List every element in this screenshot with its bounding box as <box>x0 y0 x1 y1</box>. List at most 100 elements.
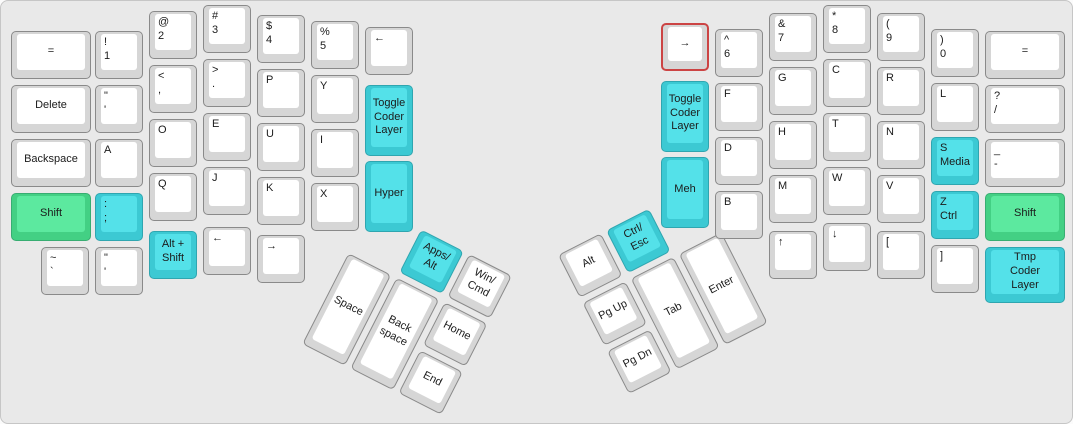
key-hash-3[interactable]: #3 <box>203 5 251 53</box>
key-lbracket[interactable]: [ <box>877 231 925 279</box>
key-at-2[interactable]: @2 <box>149 11 197 59</box>
key-down-arrow[interactable]: ↓ <box>823 223 871 271</box>
key-left-arrow-top[interactable]: ← <box>365 27 413 75</box>
keytop-p: P <box>263 72 299 108</box>
keytop-lbracket: [ <box>883 234 919 270</box>
key-colon-semicolon[interactable]: :; <box>95 193 143 241</box>
keytop-pg-up: Pg Up <box>589 286 638 336</box>
keytop-quote-top: "' <box>101 88 137 124</box>
key-underscore-dash[interactable]: _- <box>985 139 1065 187</box>
keytop-up-arrow: ↑ <box>775 234 811 270</box>
key-p[interactable]: P <box>257 69 305 117</box>
key-up-arrow[interactable]: ↑ <box>769 231 817 279</box>
key-x[interactable]: X <box>311 183 359 231</box>
key-caret-6[interactable]: ^6 <box>715 29 763 77</box>
key-right-arrow-top[interactable]: → <box>661 23 709 71</box>
keytop-r: R <box>883 70 919 106</box>
key-quote-top[interactable]: "' <box>95 85 143 133</box>
key-alt-shift[interactable]: Alt +Shift <box>149 231 197 279</box>
key-amp-7[interactable]: &7 <box>769 13 817 61</box>
key-label: > <box>212 64 219 76</box>
key-o[interactable]: O <box>149 119 197 167</box>
key-t[interactable]: T <box>823 113 871 161</box>
key-i[interactable]: I <box>311 129 359 177</box>
key-label: Enter <box>707 273 736 297</box>
key-asterisk-8[interactable]: *8 <box>823 5 871 53</box>
key-dollar-4[interactable]: $4 <box>257 15 305 63</box>
keytop-right-arrow-bottom: → <box>263 238 299 274</box>
key-meh[interactable]: Meh <box>661 157 709 228</box>
key-label: " <box>104 90 108 102</box>
key-label: W <box>832 172 843 184</box>
key-rbracket[interactable]: ] <box>931 245 979 293</box>
key-v[interactable]: V <box>877 175 925 223</box>
key-l[interactable]: L <box>931 83 979 131</box>
key-comma[interactable]: <, <box>149 65 197 113</box>
key-label: B <box>724 196 732 208</box>
key-label: Shift <box>39 207 62 220</box>
keytop-paren-9: (9 <box>883 16 919 52</box>
key-j[interactable]: J <box>203 167 251 215</box>
key-paren-9[interactable]: (9 <box>877 13 925 61</box>
key-u[interactable]: U <box>257 123 305 171</box>
keytop-equals-left: = <box>17 34 85 70</box>
key-question-slash[interactable]: ?/ <box>985 85 1065 133</box>
key-period[interactable]: >. <box>203 59 251 107</box>
key-backspace-left[interactable]: Backspace <box>11 139 91 187</box>
keytop-x: X <box>317 186 353 222</box>
key-label: Alt + <box>161 238 185 251</box>
key-label: ~ <box>50 252 57 264</box>
keytop-quote-bottom: "' <box>101 250 137 286</box>
keytop-exclam-1: !1 <box>101 34 137 70</box>
key-paren-0[interactable]: )0 <box>931 29 979 77</box>
key-e[interactable]: E <box>203 113 251 161</box>
key-label: Backspace <box>24 153 78 166</box>
key-y[interactable]: Y <box>311 75 359 123</box>
key-r[interactable]: R <box>877 67 925 115</box>
key-left-arrow-bottom[interactable]: ← <box>203 227 251 275</box>
keytop-hash-3: #3 <box>209 8 245 44</box>
key-shift-right[interactable]: Shift <box>985 193 1065 241</box>
key-label: Coder <box>374 110 404 123</box>
key-label: Media <box>940 155 970 168</box>
key-f[interactable]: F <box>715 83 763 131</box>
key-label: E <box>212 118 220 130</box>
key-hyper[interactable]: Hyper <box>365 161 413 232</box>
key-label: < <box>158 70 165 82</box>
key-label: P <box>266 74 274 86</box>
key-k[interactable]: K <box>257 177 305 225</box>
key-equals-right[interactable]: = <box>985 31 1065 79</box>
key-b[interactable]: B <box>715 191 763 239</box>
key-shift-left[interactable]: Shift <box>11 193 91 241</box>
key-q[interactable]: Q <box>149 173 197 221</box>
key-m[interactable]: M <box>769 175 817 223</box>
keytop-down-arrow: ↓ <box>829 226 865 262</box>
key-w[interactable]: W <box>823 167 871 215</box>
key-label: $ <box>266 20 273 32</box>
key-exclam-1[interactable]: !1 <box>95 31 143 79</box>
key-label: Coder <box>670 106 700 119</box>
key-equals-left[interactable]: = <box>11 31 91 79</box>
key-h[interactable]: H <box>769 121 817 169</box>
key-c[interactable]: C <box>823 59 871 107</box>
key-d[interactable]: D <box>715 137 763 185</box>
key-delete[interactable]: Delete <box>11 85 91 133</box>
key-g[interactable]: G <box>769 67 817 115</box>
key-quote-bottom[interactable]: "' <box>95 247 143 295</box>
key-tilde-grave[interactable]: ~` <box>41 247 89 295</box>
key-right-arrow-bottom[interactable]: → <box>257 235 305 283</box>
key-n[interactable]: N <box>877 121 925 169</box>
key-percent-5[interactable]: %5 <box>311 21 359 69</box>
key-a[interactable]: A <box>95 139 143 187</box>
key-label: , <box>158 83 162 96</box>
keytop-o: O <box>155 122 191 158</box>
key-label: ( <box>886 18 890 30</box>
